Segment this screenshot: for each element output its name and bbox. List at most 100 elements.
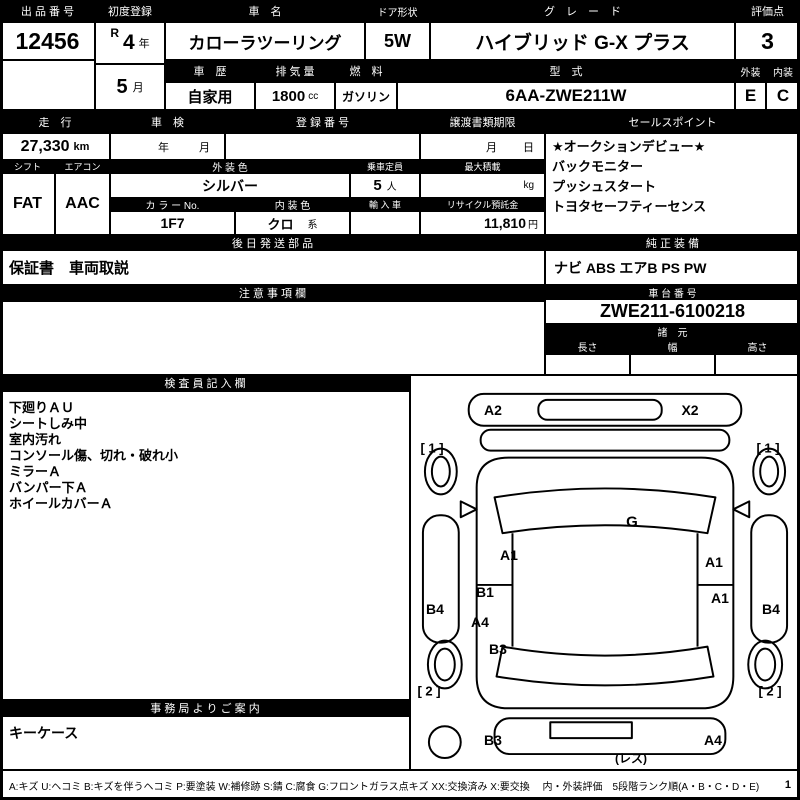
grade-value: ハイブリッド G-X プラス (430, 22, 735, 60)
front-right-rim (759, 455, 780, 488)
model-code-label: 型 式 (397, 60, 735, 82)
inspector-note: 下廻りＡＵ (9, 400, 75, 415)
damage-marker-b1: B1 (476, 584, 494, 600)
spec-length-label: 長さ (545, 338, 630, 354)
spec-length-value (545, 354, 630, 375)
interior-grade-value: C (766, 82, 800, 110)
inspector-notes: 下廻りＡＵ シートしみ中 室内汚れ コンソール傷、切れ・破れ小 ミラーＡ バンパ… (0, 391, 410, 700)
first-reg-month: 5 (116, 75, 128, 98)
sales-point: トヨタセーフティーセンス (552, 199, 707, 214)
auction-no-value: 12456 (0, 22, 95, 60)
car-diagram-svg (421, 392, 789, 760)
first-reg-era: R (110, 26, 119, 40)
page-number: 1 (784, 779, 791, 791)
interior-color-value: クロ (267, 216, 294, 232)
door-shape-value: 5W (365, 22, 430, 60)
rear-left-tire (426, 639, 463, 690)
max-load-label: 最大積載 (420, 160, 545, 173)
rear-right-rim (754, 647, 777, 682)
car-damage-diagram: A2 X2 [ 1 ] [ 1 ] G A1 A1 B1 A1 B4 A4 B4… (410, 375, 800, 770)
score-label: 評価点 (735, 0, 800, 22)
damage-marker-b4-left: B4 (426, 601, 444, 617)
aircon-label: エアコン (55, 160, 110, 173)
first-reg-year-unit: 年 (138, 38, 150, 50)
spare-tire (427, 725, 462, 760)
door-shape-label: ドア形状 (365, 0, 430, 22)
recycle-deposit-label: リサイクル預託金 (420, 198, 545, 211)
front-bumper (467, 392, 743, 427)
displacement-unit: cc (308, 90, 319, 102)
capacity-value-cell: 5 人 (350, 173, 420, 198)
chassis-no-label: 車 台 番 号 (545, 285, 800, 299)
tire-marker-rear-right: [ 2 ] (758, 683, 782, 699)
capacity-unit: 人 (386, 182, 397, 193)
exterior-grade-label: 外装 (735, 60, 766, 82)
damage-marker-a1-right-upper: A1 (705, 554, 723, 570)
registration-no-value (225, 133, 420, 160)
cabin-body (475, 456, 735, 710)
mileage-unit: km (73, 140, 90, 153)
notes-value (0, 301, 545, 375)
damage-marker-b4-right: B4 (762, 601, 780, 617)
color-no-value: 1F7 (110, 211, 235, 235)
legend-bar: A:キズ U:ヘコミ B:キズを伴うヘコミ P:要塗装 W:補修跡 S:錆 C:… (0, 770, 800, 800)
hood-edge (479, 428, 731, 452)
transfer-deadline-label: 譲渡書類期限 (420, 110, 545, 133)
history-label: 車 歴 (165, 60, 255, 82)
transfer-month-unit: 月 (486, 141, 497, 154)
shift-label: シフト (0, 160, 55, 173)
tire-marker-front-left: [ 1 ] (420, 440, 444, 456)
sales-point: プッシュスタート (552, 179, 657, 194)
legend-text: A:キズ U:ヘコミ B:キズを伴うヘコミ P:要塗装 W:補修跡 S:錆 C:… (9, 781, 760, 793)
score-value: 3 (735, 22, 800, 60)
right-side-sill (750, 514, 789, 644)
later-parts-value: 保証書 車両取説 (0, 250, 545, 285)
displacement-value-cell: 1800 cc (255, 82, 335, 110)
inspector-note: コンソール傷、切れ・破れ小 (9, 448, 179, 463)
car-name-value: カローラツーリング (165, 22, 365, 60)
exterior-color-value: シルバー (110, 173, 350, 198)
mileage-label: 走 行 (0, 110, 110, 133)
displacement-value: 1800 (271, 87, 306, 105)
max-load-value-cell: kg (420, 173, 545, 198)
rear-bumper (493, 717, 727, 756)
tire-marker-rear-left: [ 2 ] (417, 683, 441, 699)
damage-marker-a4-rear: A4 (704, 732, 722, 748)
recycle-deposit-unit: 円 (528, 219, 538, 231)
license-plate (549, 721, 633, 740)
damage-marker-g: G (626, 513, 638, 531)
fuel-value: ガソリン (335, 82, 397, 110)
shift-value: FAT (0, 173, 55, 235)
notes-label: 注 意 事 項 欄 (0, 285, 545, 301)
sales-points-list: ★オークションデビュー★ バックモニター プッシュスタート トヨタセーフティーセ… (545, 133, 800, 235)
office-info-label: 事 務 局 よ り ご 案 内 (0, 700, 410, 716)
front-grille (537, 398, 663, 421)
sales-points-label: セールスポイント (545, 110, 800, 133)
auction-no-label: 出 品 番 号 (0, 0, 95, 22)
windshield (493, 487, 717, 535)
later-parts-label: 後 日 発 送 部 品 (0, 235, 545, 250)
shaken-label: 車 検 (110, 110, 225, 133)
color-no-label: カ ラ ー No. (110, 198, 235, 211)
shaken-month-unit: 月 (199, 141, 210, 154)
office-info-value: キーケース (0, 716, 410, 770)
first-reg-year: 4 (122, 31, 135, 54)
inspector-note: シートしみ中 (9, 416, 88, 431)
mileage-value: 27,330 (20, 137, 70, 155)
spec-width-label: 幅 (630, 338, 715, 354)
first-reg-year-cell: R 4 年 (95, 22, 165, 64)
car-name-label: 車 名 (165, 0, 365, 22)
specs-label: 諸 元 (545, 324, 800, 338)
inspector-label: 検 査 員 記 入 欄 (0, 375, 410, 391)
exterior-color-label: 外 装 色 (110, 160, 350, 173)
inspector-note: バンパー下Ａ (9, 480, 88, 495)
mileage-value-cell: 27,330 km (0, 133, 110, 160)
inspector-note: ホイールカバーＡ (9, 496, 113, 511)
right-mirror (732, 500, 751, 519)
recycle-deposit-value: 11,810 (483, 215, 526, 231)
inspector-note: ミラーＡ (9, 464, 62, 479)
damage-marker-a1-right-lower: A1 (711, 590, 729, 606)
damage-marker-x2: X2 (681, 402, 699, 418)
damage-marker-b3-quarter: B3 (489, 641, 507, 657)
